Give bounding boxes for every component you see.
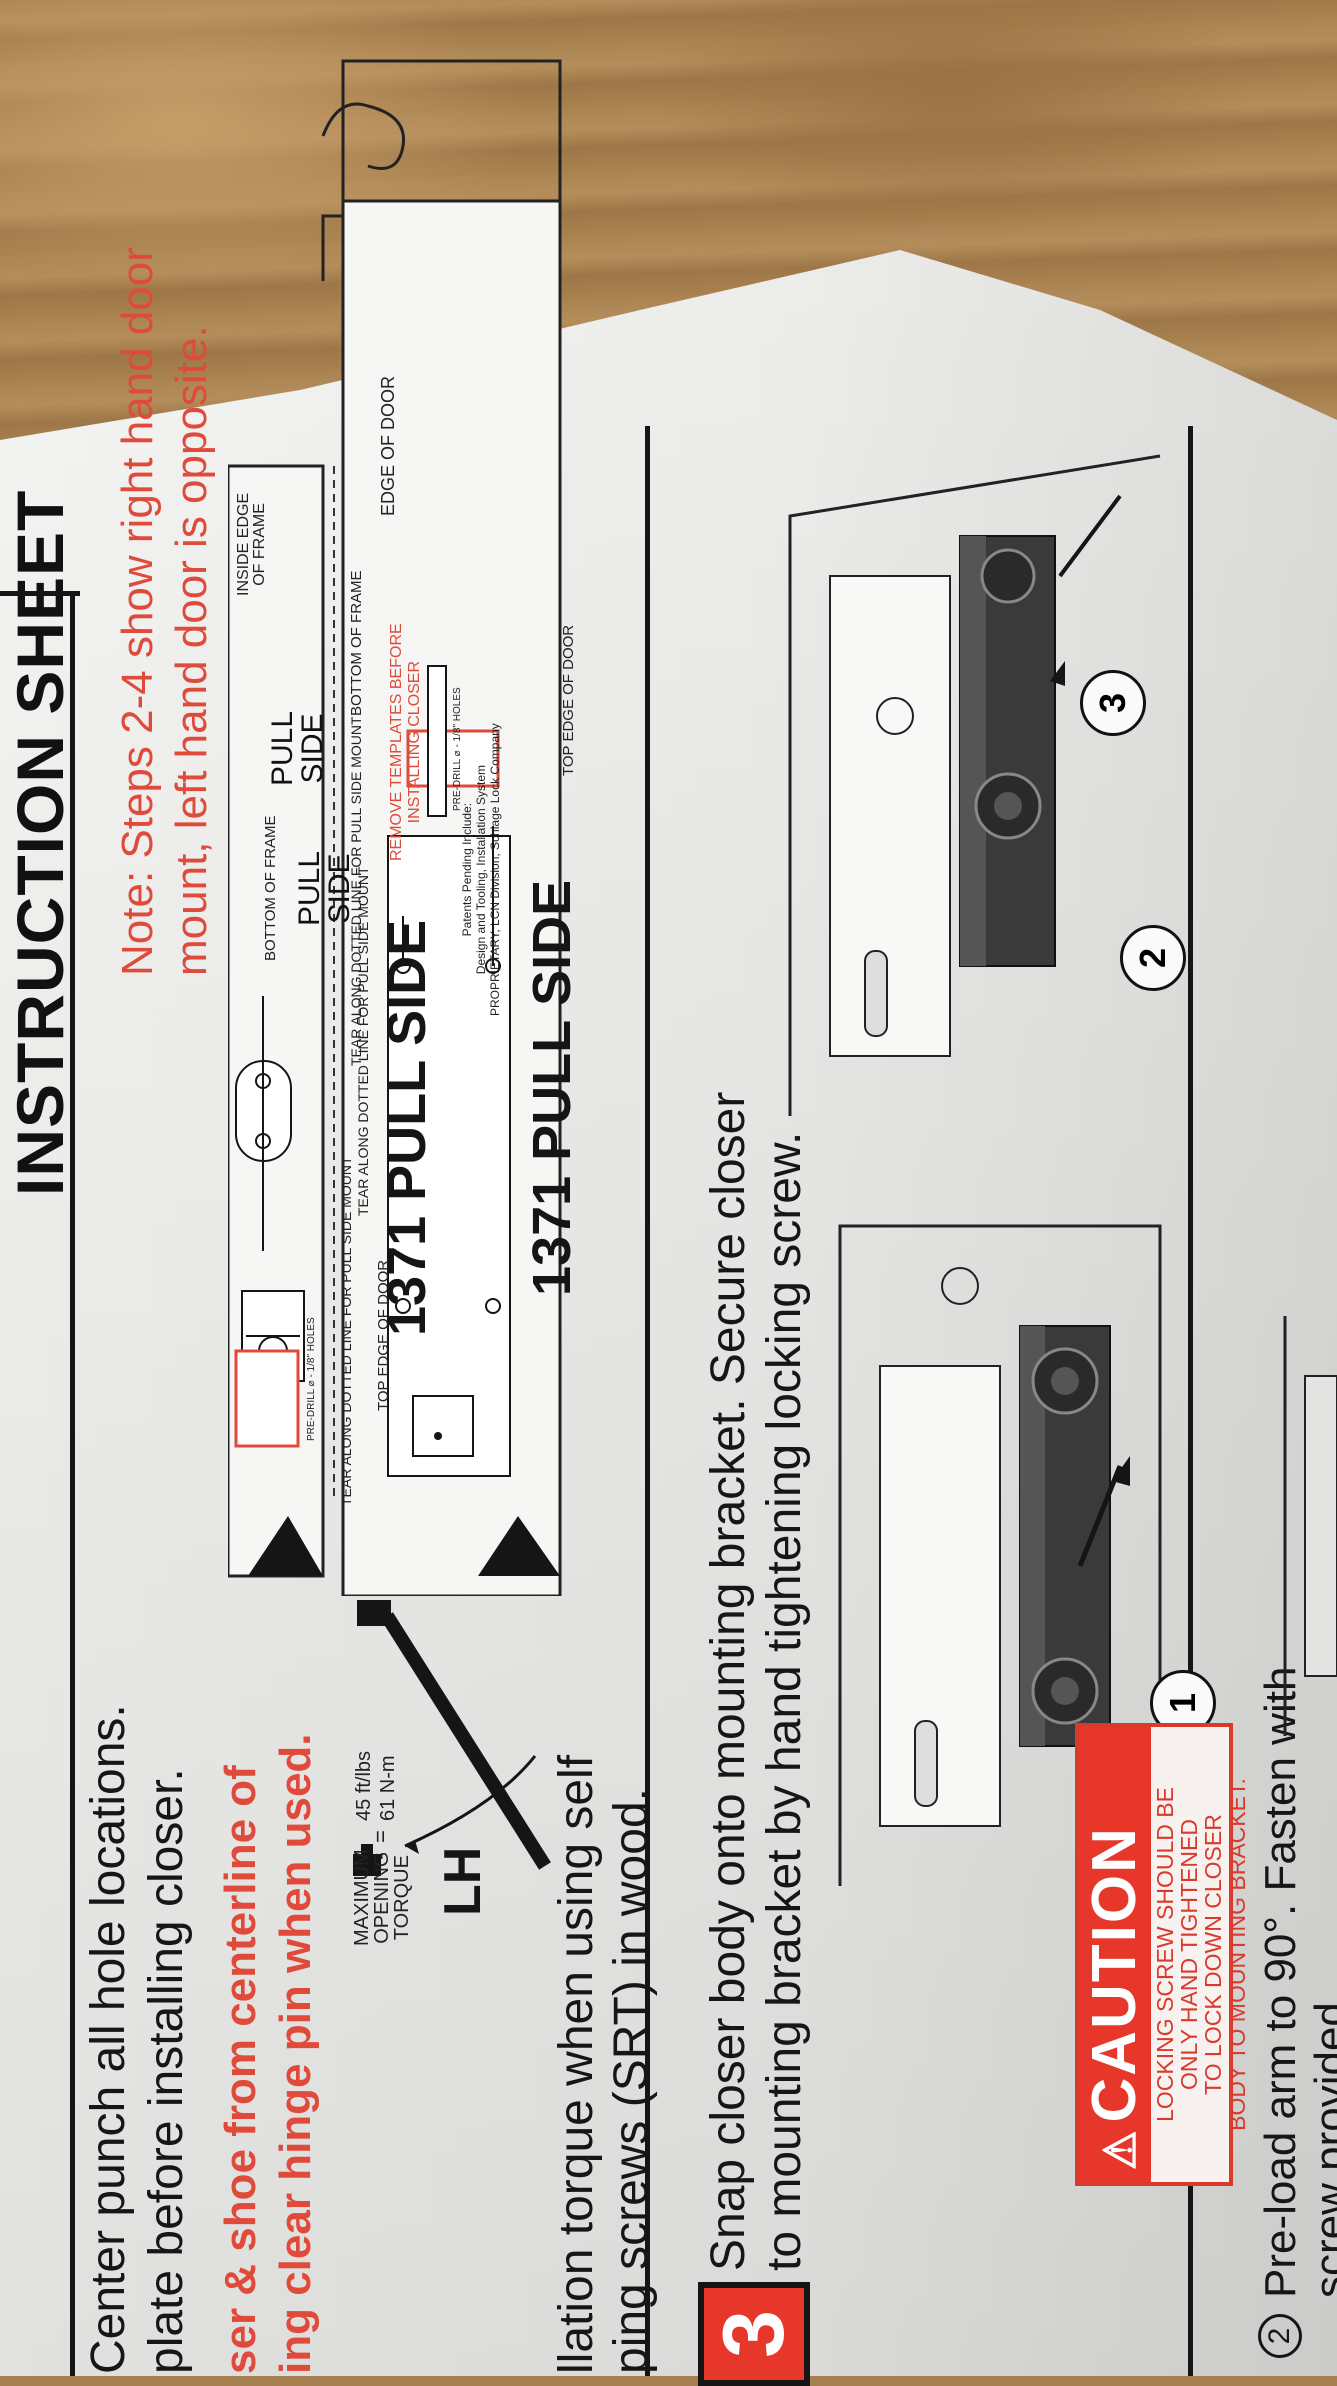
riser-line1: ser & shoe from centerline of: [216, 1765, 265, 2374]
panel-border-top: [70, 596, 75, 2376]
step-4-line2: screw provided.: [1306, 1989, 1337, 2298]
hand-label-lh: LH: [434, 1846, 492, 1916]
torque-label: MAXIMUM OPENING TORQUE: [351, 1849, 413, 1946]
riser-line2: ing clear hinge pin when used.: [271, 1733, 320, 2374]
panel-border-corner: [0, 591, 80, 596]
template-top-edge-door-2: TOP EDGE OF DOOR: [560, 624, 577, 776]
closer-illustration-left: [820, 1206, 1180, 1926]
template-edge-of-door: EDGE OF DOOR: [378, 375, 398, 516]
torque-equals: =: [368, 1830, 393, 1843]
template-bottom-of-frame-2: BOTTOM OF FRAME: [348, 570, 365, 716]
center-punch-line2: plate before installing closer.: [140, 1768, 193, 2374]
caution-box: ⚠CAUTION LOCKING SCREW SHOULD BE ONLY HA…: [1075, 1723, 1250, 2186]
warning-icon: ⚠: [1096, 2128, 1145, 2170]
template-model-a: 1371 PULL SIDE: [377, 919, 437, 1336]
step-3-line2: to mounting bracket by hand tightening l…: [758, 1131, 811, 2271]
center-punch-line1: Center punch all hole locations.: [82, 1704, 135, 2374]
caution-heading: ⚠CAUTION: [1079, 1727, 1151, 2182]
note-line1: Note: Steps 2-4 show right hand door: [113, 247, 162, 976]
template-model-b: 1371 PULL SIDE: [522, 879, 582, 1296]
closer-illustration-right: [760, 416, 1180, 1136]
step-3-number: 3: [698, 2282, 810, 2386]
template-inside-edge-frame: INSIDE EDGE OF FRAME: [235, 492, 268, 596]
caution-text: LOCKING SCREW SHOULD BE ONLY HAND TIGHTE…: [1152, 1778, 1250, 2131]
template-remove-note: REMOVE TEMPLATES BEFORE INSTALLING CLOSE…: [388, 623, 423, 861]
template-bottom-of-frame: BOTTOM OF FRAME: [262, 815, 279, 961]
step-4-line1: Pre-load arm to 90°. Fasten with: [1256, 1666, 1305, 2298]
step-3-line1: Snap closer body onto mounting bracket. …: [702, 1091, 755, 2271]
torque-note-line1: llation torque when using self: [550, 1754, 603, 2374]
template-drill-a: PRE-DRILL ⌀ - 1/8" HOLES: [306, 1317, 317, 1441]
callout-2: 2: [1120, 925, 1186, 991]
template-pull-side-frame: PULL SIDE: [266, 710, 329, 786]
callout-3: 3: [1080, 670, 1146, 736]
note-line2: mount, left hand door is opposite.: [167, 325, 216, 976]
template-patents: Patents Pending Include: Design and Tool…: [460, 723, 502, 1016]
mounting-template: [226, 36, 628, 1598]
torque-values: 45 ft/lbs 61 N-m: [353, 1750, 399, 1821]
template-tear-line-b: TEAR ALONG DOTTED LINE FOR PULL SIDE MOU…: [348, 716, 364, 1066]
template-pull-side-door: PULL SIDE: [293, 850, 356, 926]
template-tear-line-c: TEAR ALONG DOTTED LINE FOR PULL SIDE MOU…: [338, 1156, 354, 1506]
template-drill-b: PRE-DRILL ⌀ - 1/8" HOLES: [452, 687, 463, 811]
torque-gauge: [345, 1576, 575, 1996]
arm-illustration: [1280, 1316, 1337, 1736]
torque-note-line2: ping screws (SRT) in wood.: [605, 1788, 658, 2374]
step-4-number: 2: [1252, 2314, 1302, 2358]
